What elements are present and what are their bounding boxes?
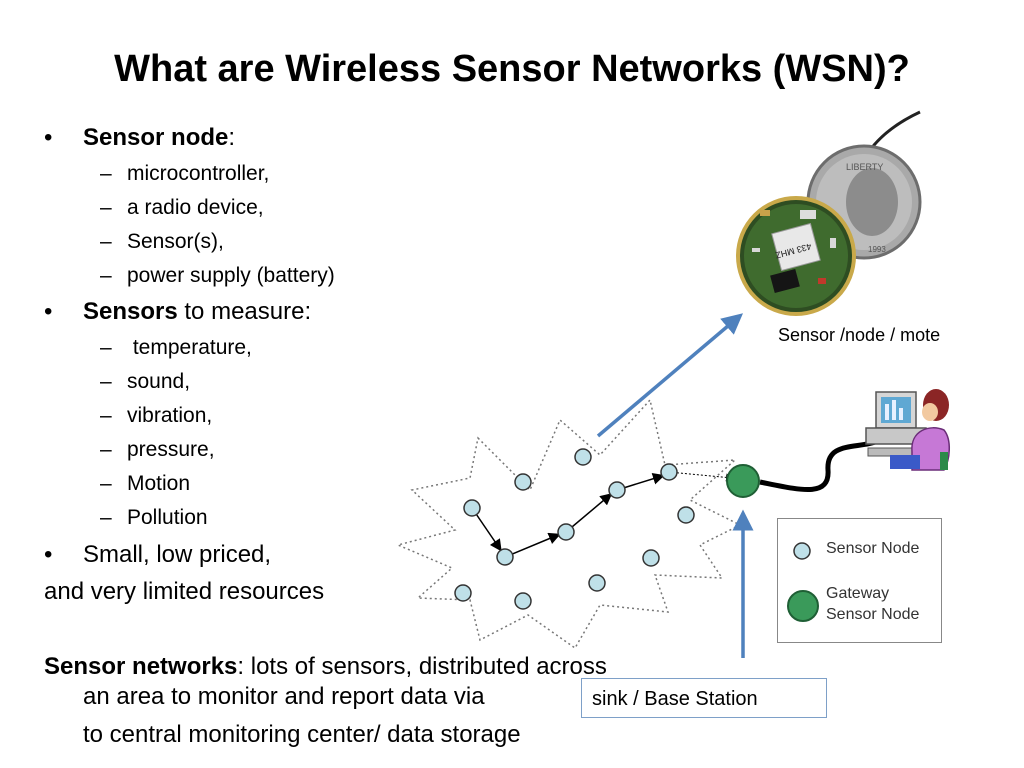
list-item: –power supply (battery) [100,264,335,287]
networks-line1: Sensor networks: lots of sensors, distri… [44,653,607,680]
mote-label: Sensor /node / mote [778,325,941,345]
sensor-node [463,499,481,517]
sensor-node [677,506,695,524]
legend-gateway-swatch [787,590,819,622]
route-arrow [504,532,561,558]
sensor-node [514,473,532,491]
route-arrow [565,493,613,533]
sensor-node [514,592,532,610]
legend-swatches [787,542,819,622]
sensor-node [588,574,606,592]
sensor-node [608,481,626,499]
networks-line3: to central monitoring center/ data stora… [83,721,521,748]
legend-gateway-label-line1: Gateway [826,585,890,602]
gateway-node [726,464,760,498]
list-item: –microcontroller, [100,162,270,185]
list-item: –sound, [100,370,191,393]
bullet-dot: • [44,124,53,151]
sensor-mote-board: 433 MHZ [736,196,856,316]
sensor-node [660,463,678,481]
sensor-node [454,584,472,602]
sensor-node-heading: Sensor node [83,124,229,151]
list-item: – temperature, [100,336,252,359]
bullet-dot: • [44,298,53,325]
legend-sensor-node-label: Sensor Node [826,540,920,557]
list-item: –a radio device, [100,196,264,219]
svg-text:LIBERTY: LIBERTY [846,162,883,172]
monitoring-computer [865,391,927,457]
legend-sensor-node-swatch [793,542,811,560]
small-continuation: and very limited resources [44,578,325,605]
svg-text:1993: 1993 [868,245,886,254]
list-item: –vibration, [100,404,213,427]
operator-person [890,389,950,471]
route-arrow [668,471,734,482]
list-item: –Motion [100,472,191,495]
list-item: –Sensor(s), [100,230,224,253]
sensor-node [496,548,514,566]
cable [759,437,882,492]
list-item: –pressure, [100,438,215,461]
sensor-node [642,549,660,567]
sensors-heading: Sensors [83,298,178,325]
legend: Sensor Node Gateway Sensor Node [777,518,942,643]
sink-base-station-box: sink / Base Station [581,678,827,718]
network-area [395,398,742,650]
legend-gateway-label-line2: Sensor Node [826,606,920,623]
slide-title: What are Wireless Sensor Networks (WSN)? [114,48,910,90]
bullet-dot: • [44,541,53,568]
networks-line2: an area to monitor and report data via [83,683,485,710]
sensor-node [574,448,592,466]
sensor-node [557,523,575,541]
mote-pointer-arrow [596,313,744,438]
list-item: –Pollution [100,506,208,529]
